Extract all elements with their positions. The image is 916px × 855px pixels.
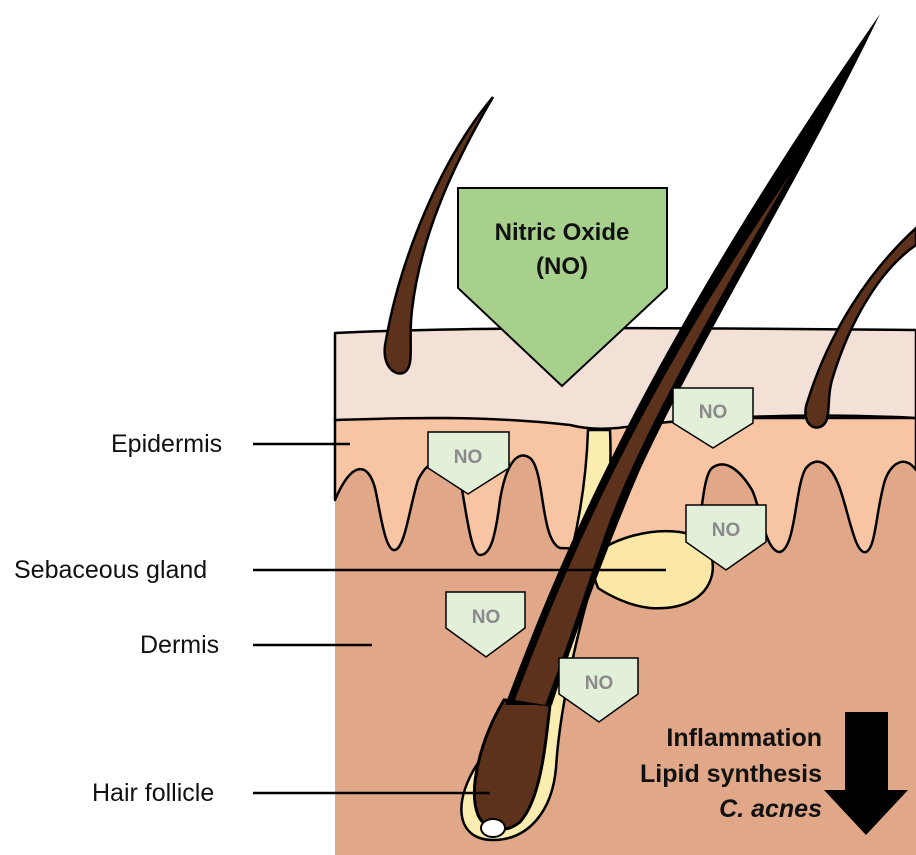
- label-hair-follicle: Hair follicle: [92, 779, 214, 808]
- svg-text:NO: NO: [585, 673, 614, 694]
- dermal-papilla: [481, 819, 505, 837]
- effect-c-acnes: C. acnes: [719, 792, 822, 826]
- svg-text:NO: NO: [454, 447, 483, 468]
- svg-text:NO: NO: [699, 402, 728, 423]
- effect-inflammation: Inflammation: [666, 721, 822, 755]
- nitric-oxide-line1: Nitric Oxide: [495, 219, 630, 246]
- label-dermis: Dermis: [140, 631, 219, 660]
- svg-text:NO: NO: [712, 520, 741, 541]
- svg-text:NO: NO: [472, 607, 501, 628]
- nitric-oxide-line2: (NO): [536, 253, 588, 280]
- label-epidermis: Epidermis: [111, 430, 222, 459]
- effect-lipid-synthesis: Lipid synthesis: [640, 757, 822, 791]
- label-sebaceous-gland: Sebaceous gland: [14, 556, 207, 585]
